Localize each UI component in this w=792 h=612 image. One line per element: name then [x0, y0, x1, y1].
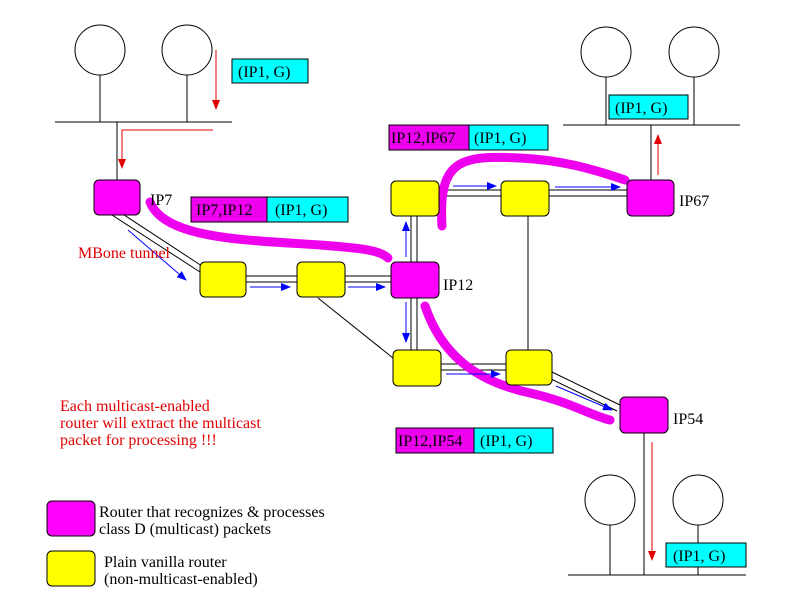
router-plain-3 — [390, 180, 440, 217]
svg-text:IP12,IP54: IP12,IP54 — [398, 433, 462, 450]
local-delivery-arrows — [118, 50, 662, 561]
lan-bottom-right — [568, 474, 746, 576]
svg-text:(IP1, G): (IP1, G) — [474, 130, 526, 147]
note-line-2: router will extract the multicast — [60, 415, 261, 432]
svg-text:(IP1, G): (IP1, G) — [615, 100, 667, 117]
label-ip54: IP54 — [673, 411, 703, 428]
svg-text:IP7,IP12: IP7,IP12 — [196, 202, 252, 219]
label-ip7: IP7 — [150, 192, 172, 209]
legend: Router that recognizes & processes class… — [46, 500, 325, 588]
router-ip12 — [390, 261, 440, 299]
packet-bottom-right: (IP1, G) — [665, 542, 747, 568]
multicast-path-highlights — [145, 152, 630, 425]
svg-text:(IP1, G): (IP1, G) — [275, 202, 327, 219]
packet-ip12-ip67: IP12,IP67 (IP1, G) — [388, 124, 549, 151]
lan-top-left — [55, 24, 232, 123]
legend-multicast-line2: class D (multicast) packets — [99, 521, 271, 538]
router-plain-4 — [500, 180, 550, 217]
legend-plain-line1: Plain vanilla router — [104, 554, 227, 571]
note-line-1: Each multicast-enabled — [60, 398, 210, 415]
router-ip7 — [93, 179, 141, 216]
svg-text:IP12,IP67: IP12,IP67 — [391, 130, 455, 147]
router-plain-6 — [505, 349, 553, 386]
legend-plain-line2: (non-multicast-enabled) — [104, 571, 258, 588]
legend-plain-swatch — [46, 550, 96, 587]
router-ip54 — [619, 396, 669, 434]
label-ip67: IP67 — [679, 193, 709, 210]
legend-multicast-line1: Router that recognizes & processes — [99, 504, 325, 521]
svg-text:(IP1, G): (IP1, G) — [238, 64, 290, 81]
label-ip12: IP12 — [443, 277, 473, 294]
svg-text:(IP1, G): (IP1, G) — [673, 548, 725, 565]
mbone-tunnel-label: MBone tunnel — [78, 245, 171, 262]
packet-ip12-ip54: IP12,IP54 (IP1, G) — [395, 427, 554, 454]
legend-multicast-swatch — [46, 500, 96, 537]
router-ip67 — [626, 179, 675, 217]
svg-text:(IP1, G): (IP1, G) — [480, 433, 532, 450]
router-plain-2 — [296, 261, 346, 298]
router-plain-1 — [199, 261, 247, 298]
packet-tunnel-ip7-ip12: IP7,IP12 (IP1, G) — [190, 196, 349, 223]
routers — [93, 179, 675, 434]
lan-top-right — [563, 26, 740, 126]
router-plain-5 — [392, 349, 442, 387]
packet-flow-arrows — [127, 182, 621, 411]
packet-top-left: (IP1, G) — [231, 58, 309, 84]
packet-top-right: (IP1, G) — [608, 94, 689, 120]
note-line-3: packet for processing !!! — [60, 432, 217, 449]
